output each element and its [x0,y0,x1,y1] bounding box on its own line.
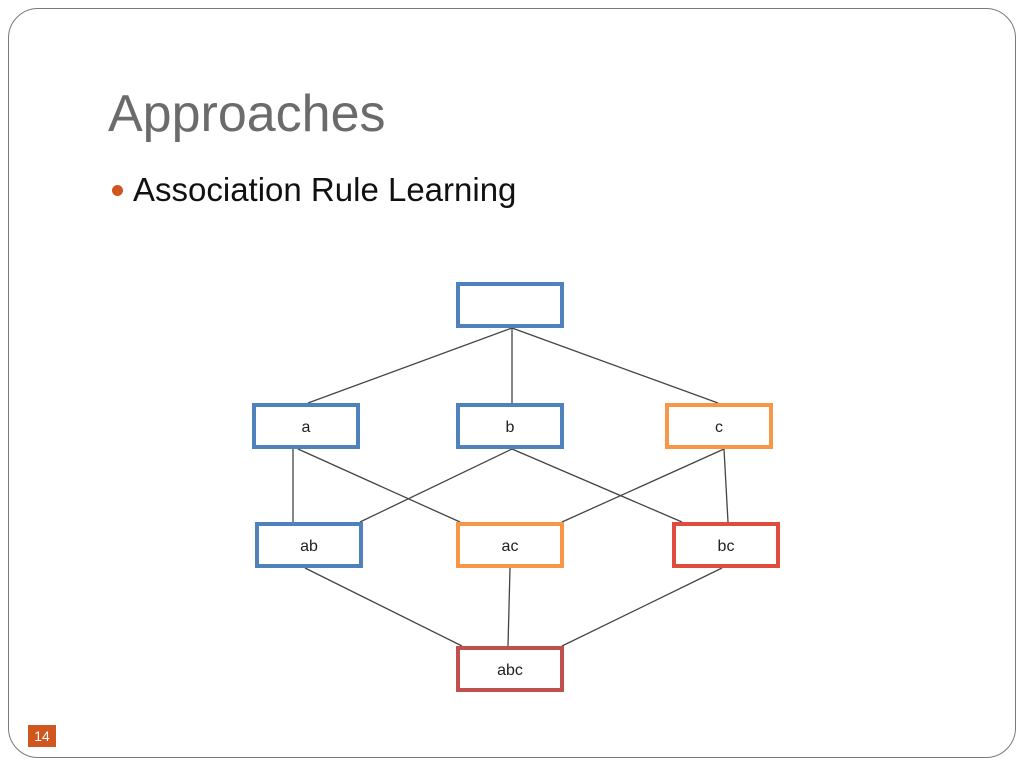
node-ac: ac [456,522,564,568]
node-label-abc: abc [497,662,523,679]
edge-b-bc [511,448,683,523]
node-box-b [456,403,564,449]
node-label-bc: bc [718,538,735,555]
node-box-ac [456,522,564,568]
lattice-edges [292,327,729,647]
node-b: b [456,403,564,449]
node-box-bc [672,522,780,568]
edge-c-ac [561,448,725,523]
page-number: 14 [28,725,56,747]
node-label-c: c [715,419,723,436]
node-abc: abc [456,646,564,692]
edge-empty-a [307,327,513,404]
node-label-a: a [302,419,311,436]
node-box-ab [255,522,363,568]
node-box-a [252,403,360,449]
edge-ac-abc [507,567,511,647]
node-ab: ab [255,522,363,568]
node-c: c [665,403,773,449]
node-label-ab: ab [300,538,318,555]
node-empty [456,282,564,328]
edge-empty-c [511,327,719,404]
edge-c-bc [723,448,729,523]
bullet-dot-icon [112,184,123,196]
edge-b-ab [359,448,513,523]
node-box-empty [456,282,564,328]
slide-title: Approaches [108,85,386,143]
bullet-item: Association Rule Learning [112,170,516,210]
node-bc: bc [672,522,780,568]
node-label-ac: ac [502,538,519,555]
node-box-abc [456,646,564,692]
edge-bc-abc [561,567,723,647]
edge-ab-abc [304,567,463,647]
bullet-text: Association Rule Learning [133,171,517,208]
node-a: a [252,403,360,449]
node-label-b: b [506,419,515,436]
edge-a-ac [297,448,461,523]
node-box-c [665,403,773,449]
